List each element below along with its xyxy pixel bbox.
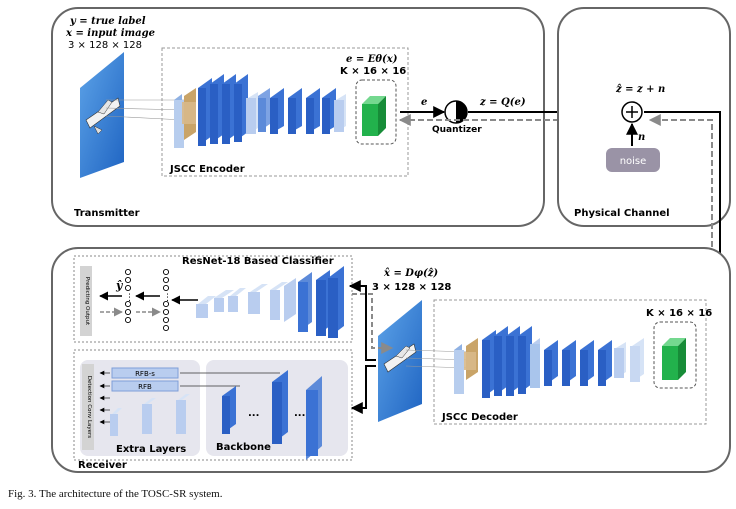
decoder-latent-block [662, 338, 686, 380]
input-image [80, 52, 124, 178]
detection-feature-arrows [99, 370, 280, 425]
detection-conv-label: Detection Conv Layers [86, 376, 92, 438]
decoder-dimensions: K × 16 × 16 [646, 308, 712, 319]
predicting-output-label: Predicting Output [84, 277, 90, 326]
encoder-layers [174, 74, 346, 148]
enc-layer-11 [306, 88, 320, 134]
enc-layer-12 [322, 88, 336, 134]
y-hat-symbol: ŷ [115, 279, 124, 292]
latent-dimensions: K × 16 × 16 [340, 66, 406, 77]
reconstruction-equation: x̂ = Dφ(ẑ) [383, 268, 438, 279]
n-symbol: n [638, 132, 645, 143]
classifier-gradient-arrow [352, 293, 394, 354]
decoder-label: JSCC Decoder [441, 412, 518, 423]
noise-label: noise [620, 156, 647, 167]
classifier-layers [196, 266, 344, 338]
noise-box [606, 148, 660, 172]
rfb-s-block [111, 367, 179, 379]
e-symbol: e [421, 97, 427, 108]
reconstructed-image [378, 300, 422, 422]
latent-block [362, 96, 386, 136]
classifier-label: ResNet-18 Based Classifier [182, 256, 334, 267]
enc-layer-13 [334, 94, 346, 132]
encoder-label: JSCC Encoder [169, 164, 245, 175]
enc-layer-7 [246, 92, 258, 134]
to-detector-arrow [350, 365, 376, 414]
to-classifier-arrow [348, 280, 376, 361]
quantizer-label: Quantizer [432, 125, 482, 135]
channel-label: Physical Channel [574, 208, 670, 219]
neuron-ellipsis-2: ⋮ [163, 293, 172, 303]
x-dimensions: 3 × 128 × 128 [68, 40, 142, 51]
transmitter-label: Transmitter [74, 208, 140, 219]
decoder-latent-box [653, 321, 697, 389]
extra-layers-label: Extra Layers [116, 444, 186, 455]
reconstruction-dimensions: 3 × 128 × 128 [372, 282, 451, 293]
receiver-label: Receiver [78, 460, 127, 471]
neuron-ellipsis-1: ⋮ [125, 293, 134, 303]
quantizer-icon [444, 100, 468, 124]
adder-icon [621, 101, 643, 123]
rfb-s-label: RFB-s [135, 370, 155, 378]
rfb-block [111, 380, 179, 392]
decoder-layers [454, 326, 644, 398]
predicting-output-bar [80, 266, 92, 336]
fc-neurons [124, 268, 170, 332]
receptive-field-lines [105, 99, 185, 121]
svg-text:...: ... [248, 408, 259, 419]
quantizer-equation: z = Q(e) [479, 97, 526, 108]
extra-layer-blocks [110, 394, 190, 436]
channel-panel [557, 7, 731, 227]
enc-layer-10 [288, 88, 302, 134]
enc-layer-8 [258, 88, 270, 132]
backbone-label: Backbone [216, 442, 271, 453]
enc-layer-4 [210, 74, 224, 144]
latent-box [355, 79, 397, 145]
classifier-box [73, 255, 353, 343]
enc-layer-3 [198, 78, 212, 146]
latent-equation: e = Eθ(x) [346, 54, 398, 65]
channel-equation: ẑ = z + n [615, 84, 665, 95]
figure-caption: Fig. 3. The architecture of the TOSC-SR … [8, 488, 223, 500]
rfb-label: RFB [138, 383, 152, 391]
enc-layer-5 [222, 74, 236, 144]
decoder-box [433, 299, 707, 425]
y-definition: y = true label [69, 16, 146, 27]
enc-layer-2 [182, 88, 196, 140]
backbone-blocks: ... ... [222, 370, 322, 460]
x-definition: x = input image [65, 28, 155, 39]
enc-layer-9 [270, 88, 284, 134]
svg-text:...: ... [294, 408, 305, 419]
enc-layer-6 [234, 74, 248, 142]
detection-conv-bar [82, 364, 94, 450]
enc-layer-1 [174, 94, 184, 148]
